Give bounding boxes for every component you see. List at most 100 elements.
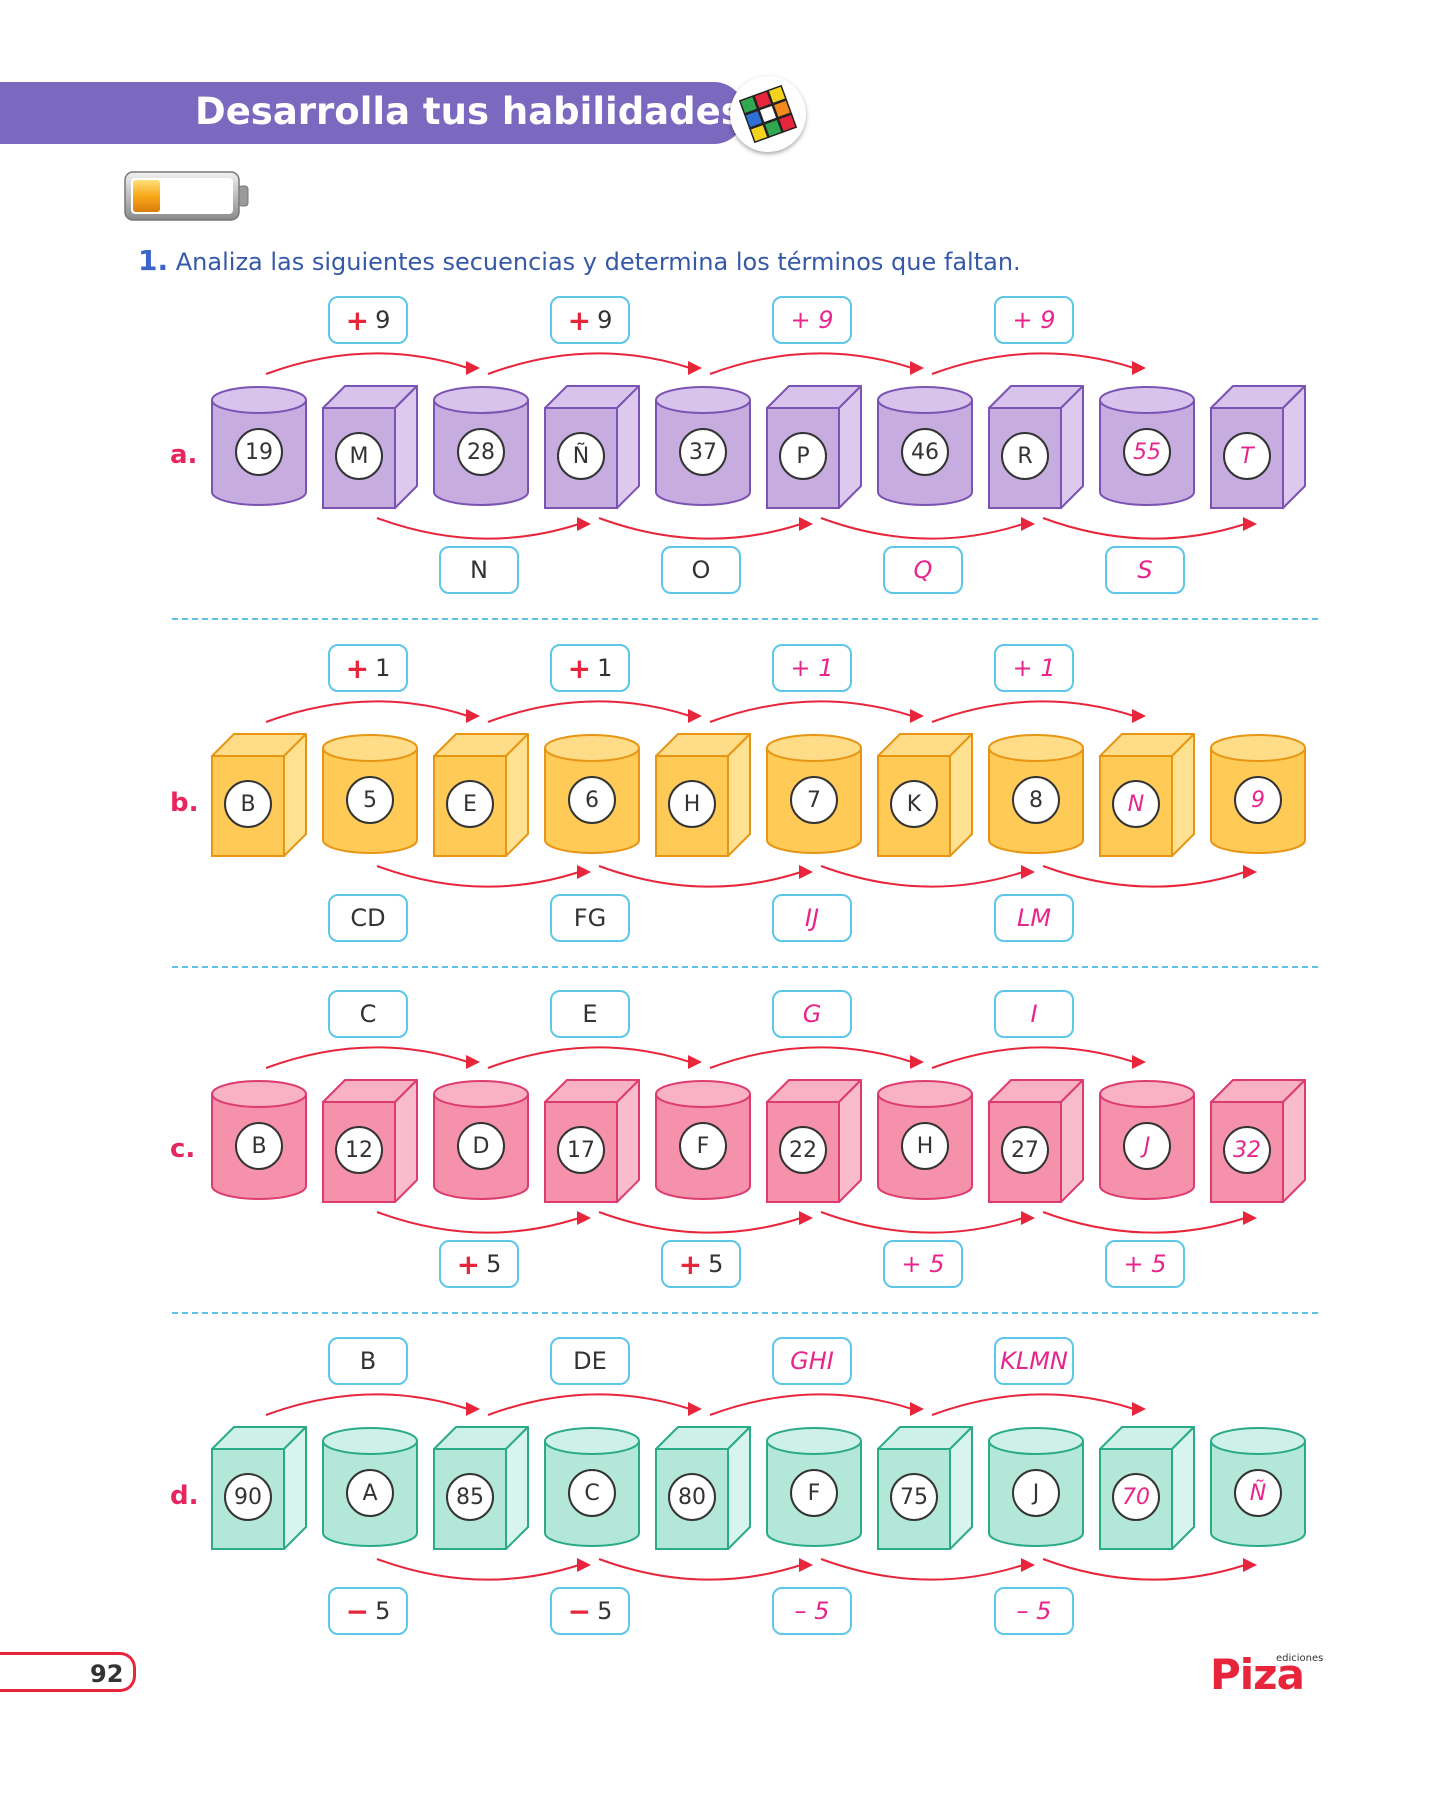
top-tag: E [550, 990, 630, 1038]
term-circle: H [668, 780, 716, 828]
term-circle: M [335, 432, 383, 480]
term-circle: R [1001, 432, 1049, 480]
cylinder-shape: J [987, 1425, 1085, 1551]
operator-sign: − [567, 1594, 592, 1628]
page-number-tab [0, 1652, 136, 1692]
sequence-arrow [931, 1046, 1146, 1069]
term-circle: J [1012, 1469, 1060, 1517]
sequence-arrow [709, 1046, 924, 1069]
tag-value: – 5 [794, 1597, 830, 1625]
sequence-arrow [487, 700, 702, 723]
sequence-label: c. [170, 1134, 196, 1164]
term-circle: 5 [346, 776, 394, 824]
cylinder-shape: 5 [321, 732, 419, 858]
bottom-tag: CD [328, 894, 408, 942]
term-circle: C [568, 1469, 616, 1517]
tag-value: 5 [375, 1597, 391, 1625]
tag-value: – 5 [1016, 1597, 1052, 1625]
tag-value: Q [913, 556, 933, 584]
cylinder-shape: 9 [1209, 732, 1307, 858]
operator-sign: + [345, 651, 370, 685]
term-circle: 80 [668, 1473, 716, 1521]
tag-value: FG [573, 904, 607, 932]
sequence-arrow [487, 1393, 702, 1416]
term-circle: 27 [1001, 1126, 1049, 1174]
cube-shape: 90 [210, 1425, 308, 1551]
cylinder-shape: J [1098, 1078, 1196, 1204]
sequence-arrow [487, 352, 702, 375]
cylinder-shape: A [321, 1425, 419, 1551]
term-circle: T [1223, 432, 1271, 480]
tag-value: CD [350, 904, 386, 932]
bottom-tag: −5 [328, 1587, 408, 1635]
sequence-arrow [1042, 517, 1257, 540]
cylinder-shape: H [876, 1078, 974, 1204]
top-tag: GHI [772, 1337, 852, 1385]
top-tag: G [772, 990, 852, 1038]
sequence-arrow [265, 1393, 480, 1416]
cube-shape: 80 [654, 1425, 752, 1551]
term-circle: 7 [790, 776, 838, 824]
top-tag: +9 [328, 296, 408, 344]
top-tag: B [328, 1337, 408, 1385]
sequence-arrow [820, 517, 1035, 540]
top-tag: C [328, 990, 408, 1038]
section-divider [172, 1312, 1318, 1314]
section-title: Desarrolla tus habilidades [195, 90, 743, 133]
tag-value: E [582, 1000, 598, 1028]
term-circle: A [346, 1469, 394, 1517]
sequence-arrow [487, 1046, 702, 1069]
battery-icon [124, 170, 250, 222]
sequence-arrow [265, 1046, 480, 1069]
tag-value: KLMN [1000, 1347, 1068, 1375]
cube-shape: 32 [1209, 1078, 1307, 1204]
tag-value: 5 [708, 1250, 724, 1278]
top-tag: DE [550, 1337, 630, 1385]
bottom-tag: −5 [550, 1587, 630, 1635]
term-circle: 55 [1123, 428, 1171, 476]
bottom-tag: – 5 [994, 1587, 1074, 1635]
term-circle: 90 [224, 1473, 272, 1521]
tag-value: + 5 [901, 1250, 945, 1278]
term-circle: 46 [901, 428, 949, 476]
cylinder-shape: 6 [543, 732, 641, 858]
term-circle: K [890, 780, 938, 828]
term-circle: 28 [457, 428, 505, 476]
sequence-arrow [820, 865, 1035, 888]
sequence-arrow [1042, 1558, 1257, 1581]
cylinder-shape: 55 [1098, 384, 1196, 510]
cube-shape: 85 [432, 1425, 530, 1551]
operator-sign: + [456, 1247, 481, 1281]
cylinder-shape: 46 [876, 384, 974, 510]
cube-shape: E [432, 732, 530, 858]
cube-shape: B [210, 732, 308, 858]
tag-value: LM [1016, 904, 1052, 932]
term-circle: 22 [779, 1126, 827, 1174]
tag-value: B [359, 1347, 377, 1375]
term-circle: J [1123, 1122, 1171, 1170]
sequence-arrow [376, 865, 591, 888]
term-circle: D [457, 1122, 505, 1170]
instruction: 1. Analiza las siguientes secuencias y d… [138, 244, 1021, 277]
term-circle: 6 [568, 776, 616, 824]
term-circle: 8 [1012, 776, 1060, 824]
top-tag: + 9 [772, 296, 852, 344]
tag-value: GHI [790, 1347, 834, 1375]
section-banner [0, 82, 745, 144]
term-circle: Ñ [557, 432, 605, 480]
cylinder-shape: 8 [987, 732, 1085, 858]
operator-sign: − [345, 1594, 370, 1628]
term-circle: 37 [679, 428, 727, 476]
cylinder-shape: Ñ [1209, 1425, 1307, 1551]
term-circle: B [224, 780, 272, 828]
bottom-tag: +5 [661, 1240, 741, 1288]
cube-shape: 75 [876, 1425, 974, 1551]
term-circle: N [1112, 780, 1160, 828]
tag-value: N [470, 556, 488, 584]
cube-shape: K [876, 732, 974, 858]
term-circle: F [679, 1122, 727, 1170]
cube-shape: H [654, 732, 752, 858]
term-circle: 32 [1223, 1126, 1271, 1174]
cube-shape: 27 [987, 1078, 1085, 1204]
term-circle: F [790, 1469, 838, 1517]
